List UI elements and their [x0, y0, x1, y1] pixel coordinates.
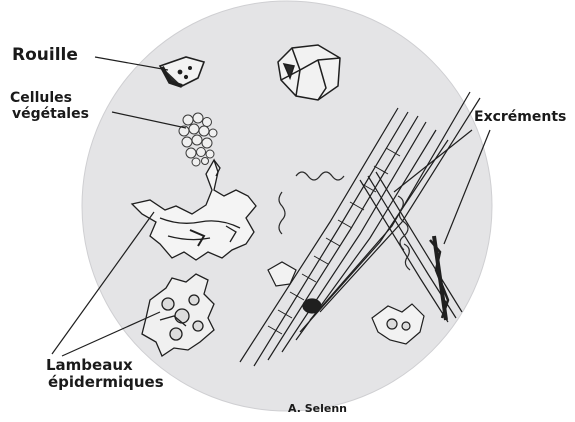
- label-rouille: Rouille: [12, 45, 78, 65]
- artist-signature: A. Selenn: [288, 402, 347, 415]
- label-lambeaux-line2: épidermiques: [48, 373, 164, 391]
- label-excrements: Excréments: [474, 109, 566, 125]
- label-cellules-line1: Cellules: [10, 90, 72, 106]
- label-lambeaux-line1: Lambeaux: [46, 356, 133, 374]
- label-cellules-line2: végétales: [12, 106, 89, 122]
